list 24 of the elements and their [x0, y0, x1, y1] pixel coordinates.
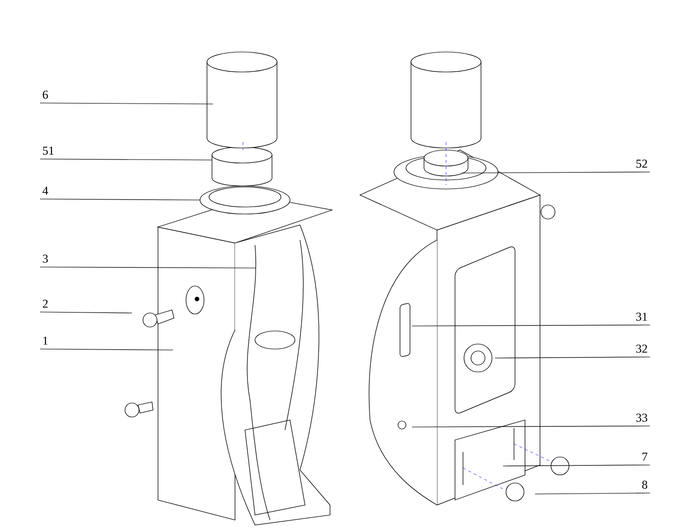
leader-line [462, 172, 650, 174]
leader-line [40, 102, 214, 104]
leader-line [412, 426, 650, 428]
callout-number: 33 [636, 414, 648, 422]
leader-line [494, 356, 650, 358]
callout-number: 31 [636, 312, 647, 321]
leader-line [412, 324, 650, 326]
callout-number: 7 [642, 452, 648, 461]
leader-line [534, 492, 650, 494]
leader-line [40, 312, 132, 314]
leader-line [40, 198, 200, 200]
leader-line [502, 464, 650, 466]
callout-number: 3 [42, 254, 48, 263]
leader-line [40, 348, 174, 350]
callout-number: 52 [636, 160, 648, 168]
leader-line [40, 266, 256, 268]
leader-line [40, 158, 212, 160]
callout-number: 6 [42, 90, 48, 99]
callout-number: 2 [42, 300, 48, 308]
callout-number: 51 [43, 146, 54, 155]
callout-number: 32 [636, 344, 648, 353]
callout-number: 4 [42, 186, 48, 195]
callout-number: 1 [43, 336, 48, 345]
callout-number: 8 [642, 480, 648, 489]
